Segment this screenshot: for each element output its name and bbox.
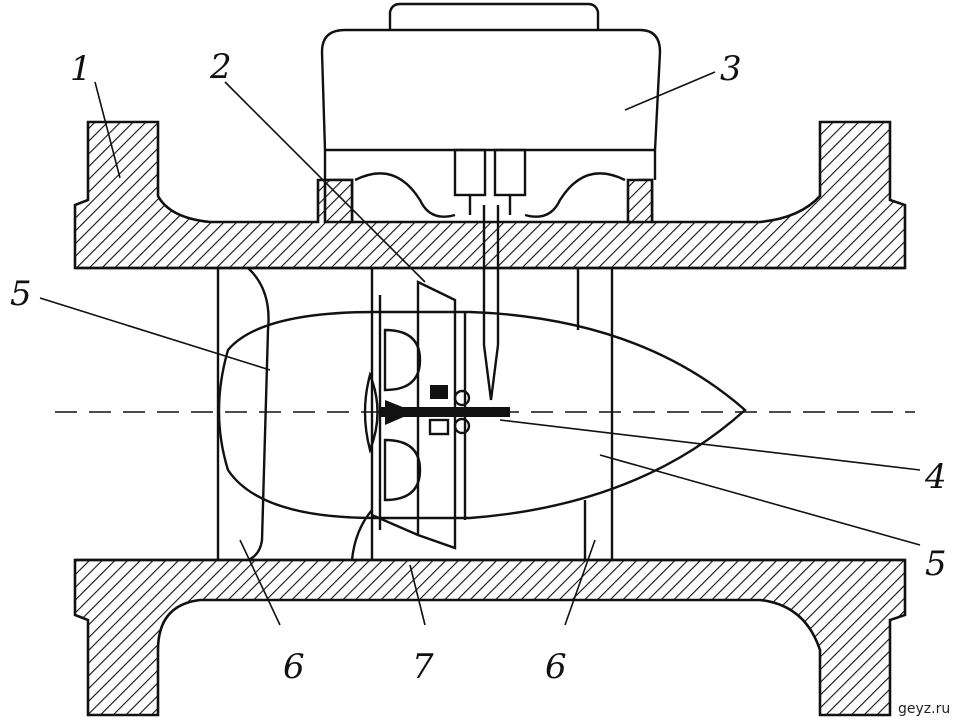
counter-housing: [320, 2, 662, 218]
label-fairing-right: 5: [925, 544, 947, 584]
straightener-left: [216, 267, 270, 562]
leader-lines: [39, 71, 921, 626]
label-impeller: 2: [209, 47, 232, 87]
label-straightener-right: 6: [545, 647, 567, 687]
label-body: 1: [70, 49, 92, 89]
label-transmission: 4: [924, 457, 947, 497]
label-counter: 3: [720, 49, 742, 89]
label-fairing-left: 5: [10, 274, 32, 314]
meter-body: [73, 120, 907, 717]
label-regulator: 7: [412, 647, 434, 687]
fairing: [217, 310, 747, 520]
label-straightener-left: 6: [283, 647, 305, 687]
watermark: geyz.ru: [898, 701, 950, 717]
impeller: [350, 205, 510, 561]
straightener-right: [576, 268, 614, 560]
